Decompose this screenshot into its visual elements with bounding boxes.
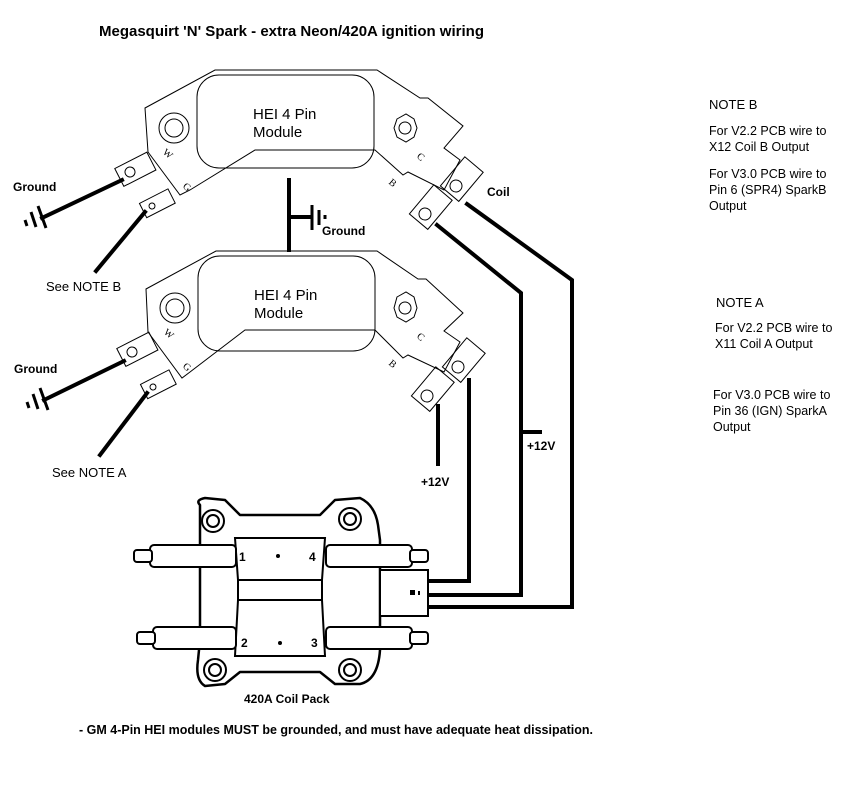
label-ground-middle: Ground (322, 224, 366, 238)
mounting-hole-left (159, 292, 191, 324)
pin-label-b-bottom: B (386, 358, 398, 371)
wire-coil-a (427, 378, 471, 583)
pin-label-c-bottom: C (414, 331, 426, 344)
pin-label-w-bottom: W (161, 327, 176, 342)
coil-tower-label-4: 4 (309, 550, 316, 564)
module-label-top: HEI 4 Pin Module (253, 106, 317, 141)
mounting-hole-right (393, 113, 418, 143)
pin-label-c-top: C (414, 151, 426, 164)
label-see-note-b: See NOTE B (46, 279, 122, 294)
wire-coil-b (427, 201, 574, 609)
coil-mount-hole-br (338, 658, 362, 682)
mounting-hole-left (158, 112, 190, 144)
module-body-outline (144, 69, 464, 196)
mounting-hole-right-inner (398, 121, 412, 135)
wire-note-b (93, 209, 148, 274)
terminal-c-top (439, 156, 484, 203)
terminal-c-bottom (441, 337, 486, 384)
pin-label-w-top: W (160, 147, 175, 162)
mounting-hole-left-inner (165, 298, 185, 318)
diagram-title: Megasquirt 'N' Spark - extra Neon/420A i… (99, 23, 484, 40)
note-a-v30: For V3.0 PCB wire to Pin 36 (IGN) SparkA… (713, 388, 831, 434)
label-plus12v-a: +12V (421, 475, 450, 489)
pin-label-b-top: B (386, 177, 398, 190)
terminal-b-bottom (410, 366, 455, 413)
label-plus12v-b: +12V (527, 439, 556, 453)
coil-tower-label-3: 3 (311, 636, 318, 650)
mounting-hole-right-inner (398, 301, 412, 315)
note-b-heading: NOTE B (709, 97, 758, 112)
note-b-v30: For V3.0 PCB wire to Pin 6 (SPR4) SparkB… (709, 167, 827, 213)
coil-tower-label-1: 1 (239, 550, 246, 564)
hei-module-top: W G B C (114, 69, 484, 231)
coil-tower-3 (325, 626, 429, 650)
label-ground-bottom: Ground (14, 362, 58, 376)
terminal-b-top (408, 184, 453, 231)
wire-note-a (97, 390, 150, 458)
coil-connector (379, 569, 429, 617)
wire-ground-bottom (41, 358, 127, 403)
coil-tower-label-2: 2 (241, 636, 248, 650)
terminal-w-top (114, 151, 157, 188)
coil-mount-hole-tl (201, 509, 225, 533)
coil-mount-hole-tr (338, 507, 362, 531)
ground-symbol-bottom (25, 387, 50, 411)
pin-label-g-top: G (180, 181, 193, 194)
label-coil: Coil (487, 185, 510, 199)
module-window (196, 74, 375, 169)
note-a-heading: NOTE A (716, 295, 764, 310)
module-body-outline (145, 250, 464, 379)
terminal-g-bottom (139, 369, 177, 400)
hei-module-bottom: W G B C (116, 250, 486, 413)
module-window (197, 255, 376, 352)
mounting-hole-right (393, 291, 418, 323)
pin-label-g-bottom: G (180, 361, 193, 374)
wire-ground-top (39, 177, 125, 221)
coil-mount-hole-bl (203, 658, 227, 682)
note-b-v22: For V2.2 PCB wire to X12 Coil B Output (709, 124, 827, 154)
wire-plus12v-b (427, 222, 523, 597)
label-see-note-a: See NOTE A (52, 465, 127, 480)
terminal-g-top (138, 188, 176, 219)
label-ground-top: Ground (13, 180, 57, 194)
coil-tower-4 (325, 544, 429, 568)
module-label-bottom: HEI 4 Pin Module (254, 287, 318, 322)
footer-warning: - GM 4-Pin HEI modules MUST be grounded,… (79, 723, 593, 737)
terminal-w-bottom (116, 331, 159, 368)
coil-tower-1 (133, 544, 237, 568)
coil-tower-2 (136, 626, 237, 650)
note-a-v22: For V2.2 PCB wire to X11 Coil A Output (715, 321, 833, 351)
ground-symbol-middle (310, 205, 327, 230)
label-coil-pack: 420A Coil Pack (244, 692, 330, 706)
ground-symbol-top (23, 205, 48, 229)
mounting-hole-left-inner (164, 118, 184, 138)
coil-pack-420a: 1 4 2 3 (133, 496, 429, 688)
